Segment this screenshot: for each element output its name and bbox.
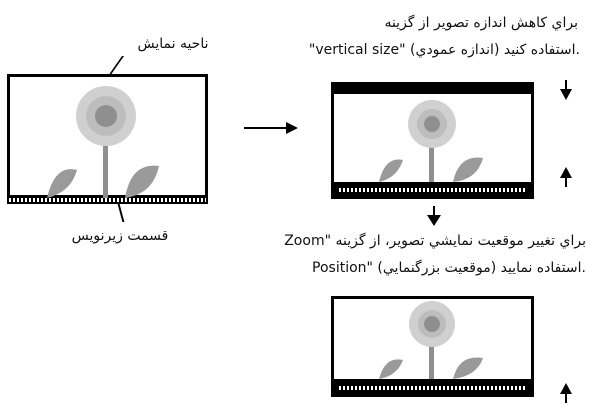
zoom-position-screen <box>331 296 534 397</box>
arrow-down-icon <box>560 80 572 100</box>
subtitle-strip <box>9 198 206 202</box>
display-area-pointer <box>107 56 125 76</box>
instruction-vertical-line1: براي كاهش اندازه تصوير از گزينه <box>384 15 578 31</box>
reduced-screen <box>331 82 534 199</box>
arrow-right-icon <box>244 121 298 135</box>
original-screen <box>7 74 208 204</box>
subtitle-strip <box>339 188 526 192</box>
subtitle-area-pointer <box>117 204 125 222</box>
sunflower-picture <box>334 94 531 182</box>
arrow-up-icon <box>560 383 572 403</box>
sunflower-picture <box>334 299 531 379</box>
instruction-zoom-line2: Position" (موقعيت بزرگنمايي) استفاده نما… <box>312 260 586 276</box>
arrow-up-icon <box>560 167 572 187</box>
instruction-zoom-line1: براي تغيير موقعيت نمايشي تصوير، از گزينه… <box>284 233 586 249</box>
sunflower-picture <box>10 77 205 198</box>
arrow-down-icon <box>427 206 441 226</box>
subtitle-area-label: قسمت زيرنويس <box>71 228 169 244</box>
instruction-vertical-line2: "vertical size" (اندازه عمودي) استفاده ك… <box>308 42 580 58</box>
display-area-label: ناحيه نمايش <box>137 36 209 52</box>
subtitle-strip <box>339 386 526 390</box>
